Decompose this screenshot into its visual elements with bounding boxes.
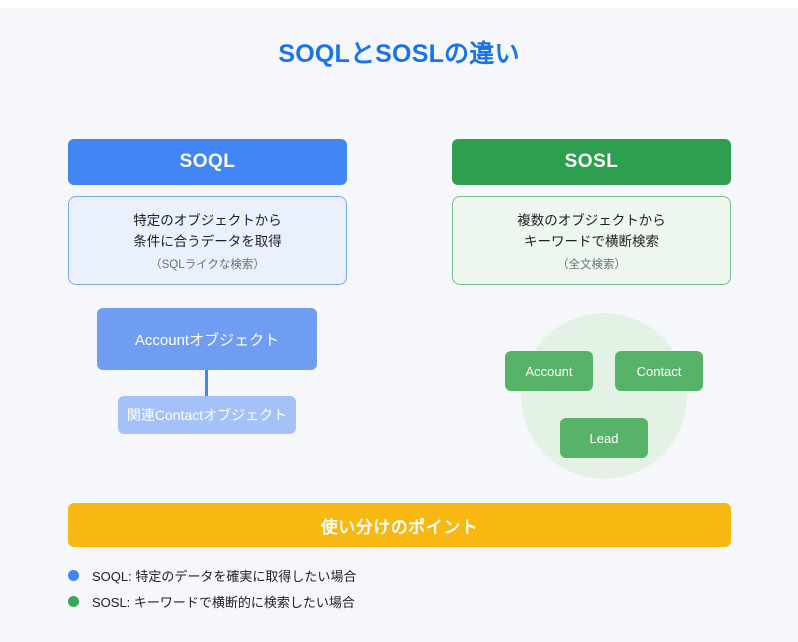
sosl-object-chip-contact-label: Contact	[636, 363, 682, 379]
legend-dot-green-icon	[68, 595, 79, 607]
top-white-strip	[0, 0, 798, 8]
soql-related-contact-object-box: 関連Contactオブジェクト	[118, 396, 296, 434]
usage-points-banner: 使い分けのポイント	[68, 503, 731, 547]
soql-related-contact-label: 関連Contactオブジェクト	[126, 407, 288, 423]
sosl-object-chip-contact: Contact	[615, 351, 703, 391]
legend-item-soql: SOQL: 特定のデータを確実に取得したい場合	[68, 562, 668, 588]
soql-account-object-box: Accountオブジェクト	[97, 308, 317, 370]
legend-item-soql-label: SOQL: 特定のデータを確実に取得したい場合	[92, 568, 357, 584]
legend-dot-blue-icon	[68, 569, 79, 581]
soql-account-object-label: Accountオブジェクト	[134, 331, 280, 349]
soql-desc-line-2: 条件に合うデータを取得	[133, 233, 282, 249]
legend-item-sosl-label: SOSL: キーワードで横断的に検索したい場合	[92, 594, 355, 610]
soql-description-card: 特定のオブジェクトから 条件に合うデータを取得 （SQLライクな検索）	[68, 196, 347, 285]
soql-column-header: SOQL	[68, 139, 347, 185]
soql-desc-subtitle: （SQLライクな検索）	[150, 258, 265, 271]
sosl-description-card: 複数のオブジェクトから キーワードで横断検索 （全文検索）	[452, 196, 731, 285]
soql-desc-line-1: 特定のオブジェクトから	[133, 212, 282, 228]
sosl-column-header: SOSL	[452, 139, 731, 185]
usage-points-banner-label: 使い分けのポイント	[320, 517, 479, 537]
legend: SOQL: 特定のデータを確実に取得したい場合 SOSL: キーワードで横断的に…	[68, 562, 668, 614]
legend-item-sosl: SOSL: キーワードで横断的に検索したい場合	[68, 588, 668, 614]
sosl-desc-line-2: キーワードで横断検索	[524, 233, 659, 249]
sosl-object-chip-lead-label: Lead	[589, 430, 619, 446]
soql-relationship-connector	[205, 370, 208, 396]
sosl-object-chip-lead: Lead	[560, 418, 648, 458]
sosl-object-chip-account-label: Account	[525, 363, 573, 379]
sosl-desc-line-1: 複数のオブジェクトから	[517, 212, 666, 228]
page-title: SOQLとSOSLの違い	[278, 40, 520, 68]
sosl-object-chip-account: Account	[505, 351, 593, 391]
sosl-desc-subtitle: （全文検索）	[557, 258, 626, 271]
